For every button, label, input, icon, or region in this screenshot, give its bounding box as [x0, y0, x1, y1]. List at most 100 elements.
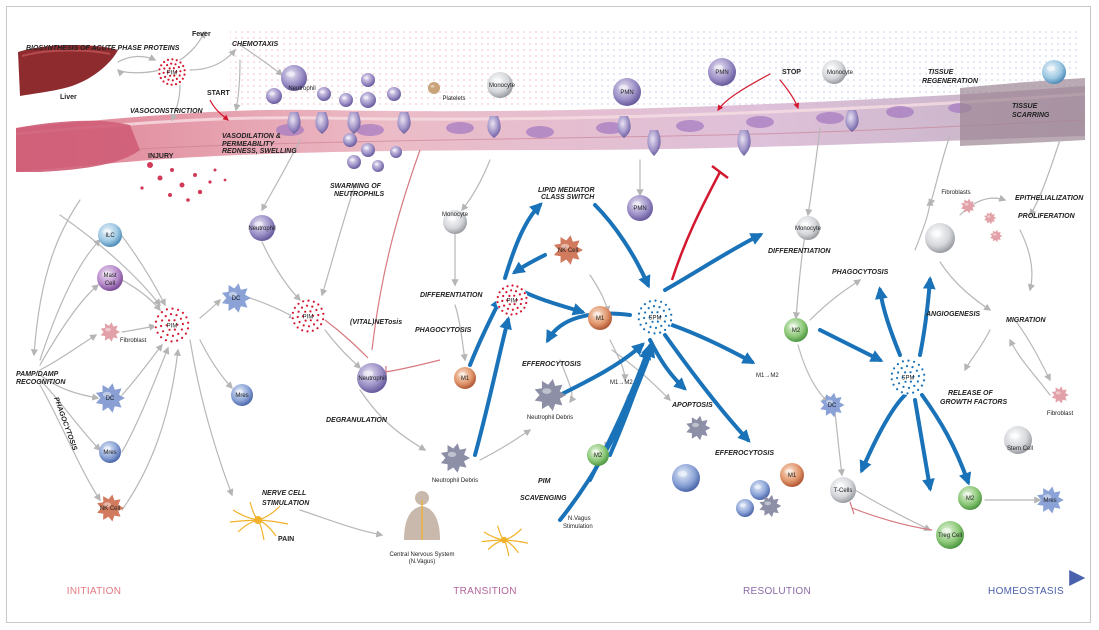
- cell-pmn-2: PMN: [708, 58, 736, 86]
- arrow-spm-angiogenesis: [918, 276, 936, 357]
- cell-nk-left-label: NK Cell: [100, 506, 120, 512]
- label-start: START: [207, 90, 231, 97]
- cell-swarm-5: [390, 146, 402, 158]
- arrow-spm-phagocytosis: [875, 286, 902, 357]
- label-release-1: RELEASE OF: [948, 390, 993, 397]
- cell-dc-right-label: DC: [828, 403, 837, 409]
- arrow-neutrophil-pim-mid: [261, 241, 302, 302]
- arrow-spm-efferocytosis: [663, 333, 751, 443]
- arrow-nvagus-spm: [558, 344, 656, 522]
- inhibit-spm-vessel: [670, 171, 722, 281]
- cell-neutrophil-mid: Neutrophil: [248, 215, 276, 241]
- cell-neutrophil-mid-label: Neutrophil: [248, 226, 275, 232]
- label-nerve-2: STIMULATION: [262, 500, 310, 507]
- cell-neutrophil-center-label: Neutrophil: [358, 376, 385, 382]
- hub-pim-left-label: PIM: [167, 324, 178, 330]
- label-apoptosis: APOPTOSIS: [671, 402, 713, 409]
- arrow-stem-migration: [939, 261, 992, 311]
- cell-m2-center-label: M2: [594, 453, 603, 459]
- arrow-differentiation-m1: [454, 304, 468, 362]
- hub-spm-right: SPM: [890, 359, 926, 395]
- cell-monocyte-right: Monocyte: [795, 216, 822, 240]
- cell-stem-angio: [925, 223, 955, 253]
- nerve-cell-stimulation: [229, 501, 289, 541]
- arrow-spm-m2-far: [920, 393, 972, 486]
- cell-mres-mid: Mres: [231, 384, 253, 406]
- cell-mres-mid-label: Mres: [235, 393, 248, 399]
- label-release-2: GROWTH FACTORS: [940, 399, 1007, 406]
- label-nerve-1: NERVE CELL: [262, 490, 306, 497]
- arrow-pim-vasoconstriction: [170, 84, 181, 122]
- label-differentiation-1: DIFFERENTIATION: [420, 292, 483, 299]
- cell-monocyte-center: Monocyte: [442, 210, 469, 234]
- inhibit-m1-neutrophil: [384, 359, 441, 373]
- cell-nk-center: NK Cell: [553, 235, 583, 265]
- arrow-mast-pim: [121, 279, 161, 312]
- nerve-cell-vagus: [481, 525, 529, 557]
- arrow-pim-m1-center: [518, 288, 586, 316]
- hub-pim-mid-label: PIM: [303, 315, 314, 321]
- blood-vessel: [15, 78, 1086, 202]
- arrow-mres-pim: [121, 346, 170, 453]
- label-phagocytosis-2: PHAGOCYTOSIS: [832, 269, 889, 276]
- arrow-neutrophil-degranulation: [359, 389, 427, 451]
- hub-pim-top: PIM: [158, 58, 186, 86]
- label-vasodilation-2: PERMEABILITY: [222, 141, 275, 148]
- cell-neutrophil-debris-center: Neutrophil Debris: [527, 379, 573, 421]
- cell-m2-right-label: M2: [792, 328, 801, 334]
- phase-initiation: INITIATION: [67, 586, 121, 597]
- arrow-pamp-nk: [39, 384, 101, 502]
- arrow-vasoconstriction-vessel: [233, 59, 241, 112]
- arrow-spm-tcells: [859, 393, 907, 474]
- hub-pim-center-label: PIM: [507, 299, 518, 305]
- arrow-nk-pim-center: [511, 253, 547, 275]
- arrow-fibroblast-migration: [1009, 338, 1051, 396]
- arrow-pamp-dc: [39, 374, 100, 401]
- cell-neutrophil-small-1: [266, 88, 282, 104]
- cell-dc-left: DC: [95, 383, 125, 413]
- label-tissue-regeneration-2: REGENERATION: [922, 78, 979, 85]
- cell-monocyte-top-2-label: Monocyte: [827, 70, 854, 76]
- cell-m2-far-label: M2: [966, 496, 975, 502]
- cell-apoptotic-2: [672, 464, 700, 492]
- label-migration: MIGRATION: [1006, 317, 1046, 324]
- cell-platelets-label: Platelets: [442, 96, 465, 102]
- cell-dc-mid-label: DC: [232, 296, 241, 302]
- arrow-m2-spm-right: [818, 328, 884, 362]
- cell-fibroblast-left: Fibroblast: [100, 322, 147, 344]
- label-pamp-2: RECOGNITION: [16, 379, 66, 386]
- cell-fibroblasts-1: Fibroblasts: [941, 190, 976, 214]
- arrow-pim-mres-mid: [199, 339, 233, 390]
- cell-treg: Treg Cell: [936, 521, 964, 549]
- arrow-pim-nerve: [189, 339, 234, 497]
- label-swarming-1: SWARMING OF: [330, 183, 382, 190]
- cell-m1-center: M1: [588, 306, 612, 330]
- cell-m2-right: M2: [784, 318, 808, 342]
- cell-m2-center: M2: [587, 444, 609, 466]
- label-cns-2: (N.Vagus): [409, 559, 436, 565]
- arrow-m1-apoptosis: [611, 349, 672, 402]
- cell-monocyte-top-label: Monocyte: [489, 83, 516, 89]
- arrow-debris-spm: [558, 342, 645, 397]
- cell-neutrophil-debris-lower: Neutrophil Debris: [432, 443, 478, 484]
- arrow-regen-fibro: [928, 134, 951, 207]
- arrow-spm-differentiation: [663, 233, 764, 292]
- arrow-m1-pim-center: [468, 296, 502, 367]
- cell-fibroblasts-3: [990, 229, 1003, 243]
- arrow-vessel-pamp: [30, 199, 81, 357]
- label-liver-caption: BIOSYNTHESIS OF ACUTE PHASE PROTEINS: [26, 45, 180, 52]
- hub-spm-right-label: SPM: [901, 376, 914, 382]
- cell-swarm-3: [347, 155, 361, 169]
- cell-monocyte-center-label: Monocyte: [442, 212, 469, 218]
- label-lipid-1: LIPID MEDIATOR: [538, 187, 595, 194]
- cell-pmn-1-label: PMN: [620, 90, 633, 96]
- figure-frame: [6, 6, 1091, 623]
- arrow-stop-vessel: [779, 79, 800, 110]
- cell-m1-lower-label: M1: [461, 376, 470, 382]
- cell-mast-label-2: Cell: [105, 281, 115, 287]
- arrow-pim-neutrophil-center: [324, 329, 362, 370]
- arrow-pim-dc-mid: [199, 298, 222, 319]
- arrow-dc-pim-mid: [249, 297, 297, 319]
- label-injury: INJURY: [148, 153, 174, 160]
- cell-swarm-2: [361, 143, 375, 157]
